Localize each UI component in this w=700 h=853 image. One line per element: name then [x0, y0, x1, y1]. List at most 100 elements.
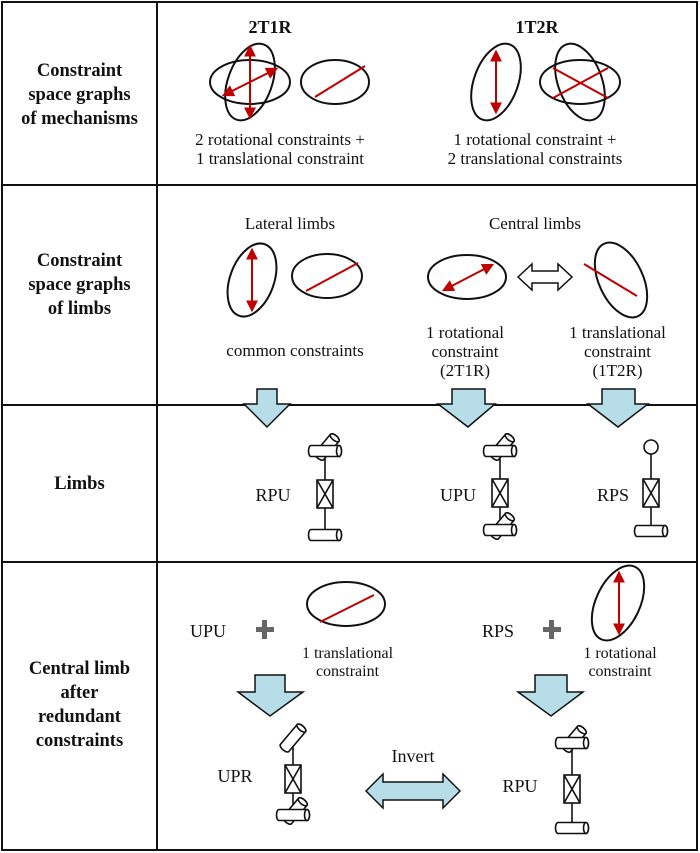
prismatic-joint-icon-diag [642, 478, 660, 508]
row-header-line: of limbs [47, 299, 112, 319]
limb-label-rps: RPS [596, 485, 630, 505]
caption-line: 1 rotational constraint + [453, 130, 617, 149]
caption-line: constraint [431, 342, 499, 361]
central-limb-caption-1t2r: 1 translational constraint (1T2R) [555, 323, 680, 380]
row-header-line: Constraint [36, 61, 123, 81]
mechanism-title-2t1r: 2T1R [248, 17, 292, 37]
ellipse [300, 59, 370, 105]
ellipse [306, 581, 386, 627]
constraint-graph-1t2r [470, 42, 621, 122]
translational-constraint-line [314, 65, 366, 98]
rotational-constraint-arrow [221, 67, 279, 97]
mechanism-title-1t2r: 1T2R [515, 17, 559, 37]
block-arrows-down [242, 388, 651, 429]
invert-double-arrow [364, 772, 462, 810]
caption-line: 1 translational [569, 323, 666, 342]
central-limb-base-rps: RPS [481, 621, 515, 641]
translational-constraint-line [319, 594, 375, 623]
caption-line: (1T2R) [592, 361, 643, 380]
universal-joint-icon-cylinder [307, 444, 343, 458]
redundant-caption-translational: 1 translational constraint [290, 645, 405, 681]
ellipse [593, 241, 649, 319]
ellipse [539, 59, 621, 105]
mechanism-caption-2t1r: 2 rotational constraints + 1 translation… [180, 130, 380, 168]
plus-icon [262, 620, 267, 639]
universal-joint-icon-cylinder [275, 808, 311, 822]
plus-icon [549, 620, 554, 639]
row-header-limbs: Limbs [2, 405, 157, 562]
caption-line: 2 rotational constraints + [195, 130, 365, 149]
ellipse [291, 253, 363, 299]
caption-line: 1 rotational [583, 645, 657, 662]
row-header-line: Constraint [36, 251, 123, 271]
prismatic-joint-icon-diag [316, 479, 334, 509]
row-header-line: Central limb [28, 659, 131, 679]
revolute-joint-icon [279, 723, 307, 753]
revolute-joint-icon [633, 524, 669, 538]
limb-label-rpu: RPU [255, 485, 291, 505]
constraint-graph-2t1r [209, 42, 370, 122]
ellipse [226, 242, 278, 318]
revolute-joint-icon [554, 821, 590, 835]
translational-constraint-line [583, 263, 638, 297]
ellipse [427, 254, 507, 300]
row-header-line: redundant [38, 707, 121, 727]
translational-constraint-line [552, 67, 609, 99]
row-header-line: space graphs [28, 275, 131, 295]
central-limbs-title: Central limbs [488, 214, 582, 233]
row-header-limb-graphs: Constraint space graphs of limbs [2, 230, 157, 340]
mechanism-caption-1t2r: 1 rotational constraint + 2 translationa… [430, 130, 640, 168]
row-header-line: constraints [35, 731, 124, 751]
row-header-line: of mechanisms [21, 109, 138, 129]
universal-joint-icon-cylinder [554, 736, 590, 750]
spherical-joint-icon [643, 439, 659, 455]
prismatic-joint-icon-diag [563, 774, 581, 804]
caption-line: 1 rotational [426, 323, 504, 342]
lateral-limbs-title: Lateral limbs [244, 214, 336, 233]
caption-line: constraint [588, 663, 652, 680]
redundant-constraint-graphs [306, 564, 646, 642]
block-arrows-result [235, 674, 586, 810]
down-block-arrow [235, 674, 306, 717]
caption-line: 1 translational constraint [195, 149, 365, 168]
down-block-arrow [515, 674, 586, 717]
lateral-limbs-caption: common constraints [226, 341, 364, 360]
ellipse [590, 564, 646, 642]
row-header-mechanisms: Constraint space graphs of mechanisms [2, 30, 157, 160]
invert-label: Invert [391, 746, 435, 766]
central-limb-graphs [427, 241, 649, 319]
prismatic-joint-icon-diag [284, 764, 302, 794]
central-limb-caption-2t1r: 1 rotational constraint (2T1R) [405, 323, 525, 380]
equivalence-double-arrow [516, 262, 574, 292]
lateral-limb-graphs [226, 242, 363, 318]
translational-constraint-line [305, 262, 359, 292]
universal-joint-icon-cylinder [482, 444, 518, 458]
row-header-central-limb: Central limb after redundant constraints [2, 650, 157, 760]
central-limb-base-upu: UPU [189, 621, 226, 641]
down-block-arrow [585, 388, 651, 428]
caption-line: constraint [583, 342, 652, 361]
prismatic-joint-icon-diag [491, 478, 509, 508]
revolute-joint-icon [307, 528, 343, 542]
caption-line: constraint [315, 663, 380, 680]
down-block-arrow [435, 388, 498, 428]
limb-label-upu: UPU [439, 485, 476, 505]
ellipse [470, 42, 522, 122]
caption-line: 2 translational constraints [447, 149, 623, 168]
universal-joint-icon-cylinder [482, 523, 518, 537]
plus-signs [256, 620, 561, 639]
row-header-line: Limbs [54, 473, 105, 494]
caption-line: 1 translational [301, 645, 394, 662]
redundant-caption-rotational: 1 rotational constraint [570, 645, 670, 681]
row-header-line: after [60, 683, 99, 703]
caption-line: (2T1R) [439, 361, 491, 380]
limb-symbols [275, 432, 669, 835]
rotational-constraint-arrow [441, 263, 495, 292]
down-block-arrow [242, 388, 292, 429]
result-label-upr: UPR [217, 766, 253, 786]
row-header-line: space graphs [28, 85, 131, 105]
result-label-rpu: RPU [502, 776, 538, 796]
